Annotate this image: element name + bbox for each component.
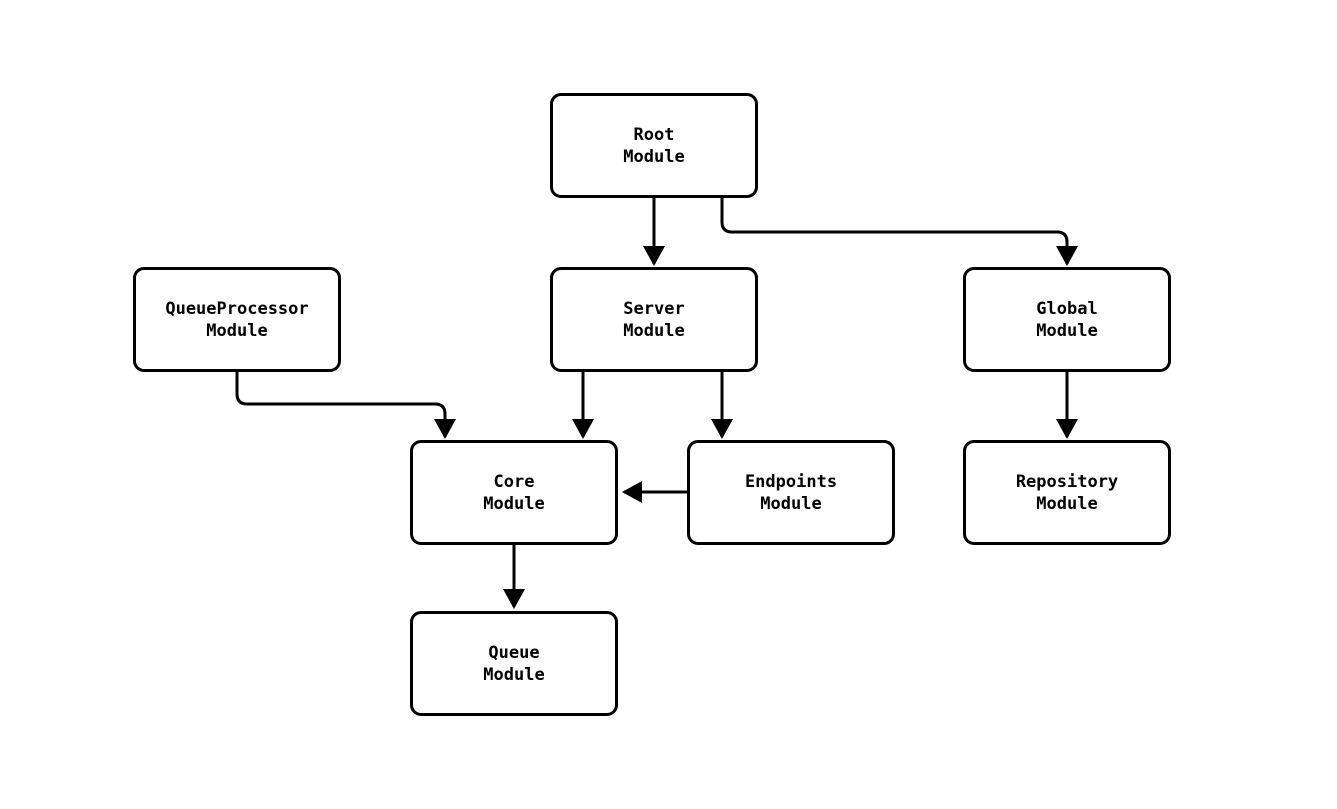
node-root-module-label: Root Module	[623, 124, 685, 167]
node-global-module-label: Global Module	[1036, 298, 1098, 341]
node-queue-module: Queue Module	[410, 611, 618, 716]
node-endpoints-module: Endpoints Module	[687, 440, 895, 545]
node-server-module: Server Module	[550, 267, 758, 372]
node-server-module-label: Server Module	[623, 298, 685, 341]
node-global-module: Global Module	[963, 267, 1171, 372]
node-queueprocessor-module: QueueProcessor Module	[133, 267, 341, 372]
node-repository-module: Repository Module	[963, 440, 1171, 545]
node-core-module-label: Core Module	[483, 471, 545, 514]
node-repository-module-label: Repository Module	[1015, 471, 1119, 514]
node-core-module: Core Module	[410, 440, 618, 545]
node-queue-module-label: Queue Module	[483, 642, 545, 685]
node-endpoints-module-label: Endpoints Module	[744, 471, 838, 514]
node-queueprocessor-module-label: QueueProcessor Module	[165, 298, 309, 341]
node-root-module: Root Module	[550, 93, 758, 198]
edge-queueprocessor-to-core	[235, 372, 456, 439]
edge-root-to-global	[720, 198, 1078, 266]
